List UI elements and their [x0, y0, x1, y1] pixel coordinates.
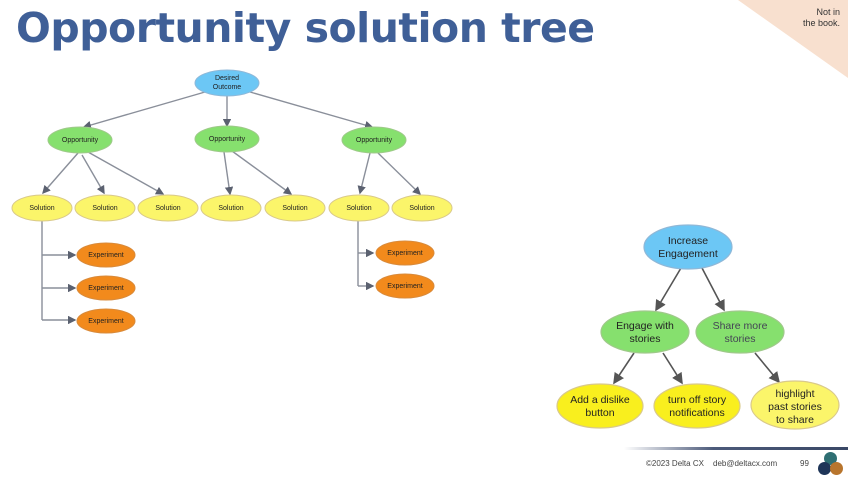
svg-text:Experiment: Experiment [88, 318, 123, 325]
solution-node: Solution [74, 194, 136, 222]
svg-text:Opportunity: Opportunity [209, 136, 246, 143]
footer-email[interactable]: deb@deltacx.com [713, 459, 778, 468]
svg-text:Experiment: Experiment [88, 285, 123, 292]
svg-text:turn off story: turn off story [668, 394, 727, 406]
slide-title: Opportunity solution tree [16, 4, 595, 52]
svg-text:Solution: Solution [155, 205, 180, 212]
svg-text:Engagement: Engagement [658, 248, 718, 260]
svg-text:Experiment: Experiment [88, 252, 123, 259]
opportunity-node: Opportunity [194, 125, 260, 153]
svg-text:past stories: past stories [768, 401, 822, 413]
solution-node: Solution [328, 194, 390, 222]
svg-text:notifications: notifications [669, 407, 724, 419]
solution-node: Solution [11, 194, 73, 222]
svg-text:Solution: Solution [282, 205, 307, 212]
example-solution-node: Add a dislike button [556, 383, 644, 429]
svg-text:Increase: Increase [668, 235, 708, 247]
svg-text:Experiment: Experiment [387, 283, 422, 290]
experiment-node: Experiment [76, 242, 136, 268]
example-opportunity-node: Share more stories [695, 310, 785, 354]
experiment-node: Experiment [76, 275, 136, 301]
svg-text:Opportunity: Opportunity [62, 137, 99, 144]
svg-text:Solution: Solution [92, 205, 117, 212]
svg-text:to share: to share [776, 414, 814, 426]
example-opportunity-node: Engage with stories [600, 310, 690, 354]
experiment-connectors [41, 221, 359, 320]
page-number: 99 [800, 459, 809, 468]
outcome-node: Desired Outcome [194, 69, 260, 97]
svg-text:Solution: Solution [29, 205, 54, 212]
svg-text:Solution: Solution [409, 205, 434, 212]
corner-banner [738, 0, 848, 78]
solution-node: Solution [264, 194, 326, 222]
solution-node: Solution [391, 194, 453, 222]
svg-text:stories: stories [630, 333, 661, 345]
svg-text:Opportunity: Opportunity [356, 137, 393, 144]
svg-text:Experiment: Experiment [387, 250, 422, 257]
example-root-node: Increase Engagement [643, 224, 733, 270]
svg-text:Add a dislike: Add a dislike [570, 394, 630, 406]
svg-text:stories: stories [725, 333, 756, 345]
example-solution-node: highlight past stories to share [750, 380, 840, 430]
svg-text:Share more: Share more [713, 320, 768, 332]
solution-node: Solution [137, 194, 199, 222]
experiment-node: Experiment [76, 308, 136, 334]
svg-text:Solution: Solution [218, 205, 243, 212]
footer-copyright: ©2023 Delta CX [646, 459, 704, 468]
experiment-node: Experiment [375, 240, 435, 266]
solution-node: Solution [200, 194, 262, 222]
delta-cx-logo [818, 452, 844, 476]
svg-text:Solution: Solution [346, 205, 371, 212]
experiment-node: Experiment [375, 273, 435, 299]
opportunity-node: Opportunity [341, 126, 407, 154]
example-tree-connectors [613, 267, 781, 385]
svg-text:Desired: Desired [215, 75, 239, 82]
opportunity-node: Opportunity [47, 126, 113, 154]
example-solution-node: turn off story notifications [653, 383, 741, 429]
corner-note: Not in the book. [802, 7, 840, 28]
svg-text:button: button [585, 407, 614, 419]
svg-text:Outcome: Outcome [213, 84, 242, 91]
generic-tree-connectors [42, 91, 422, 196]
svg-text:Engage with: Engage with [616, 320, 674, 332]
footer-divider [624, 447, 848, 450]
svg-text:highlight: highlight [775, 388, 814, 400]
